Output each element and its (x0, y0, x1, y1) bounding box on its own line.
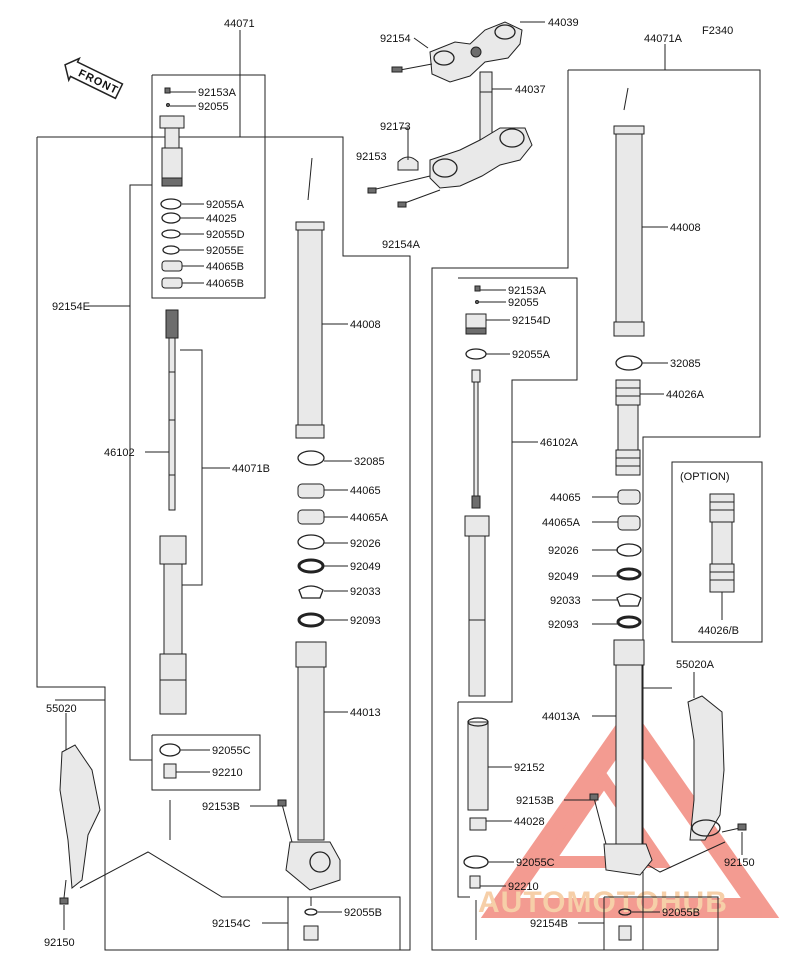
label-left-92049: 92049 (350, 561, 381, 573)
option-spring (709, 493, 735, 593)
label-left-46102: 46102 (104, 447, 135, 459)
leader-lines (63, 21, 743, 930)
right-spring (615, 379, 641, 476)
left-fork-cap (159, 87, 185, 187)
label-right-92026: 92026 (548, 545, 579, 557)
label-left-55020: 55020 (46, 703, 77, 715)
right-seals-stack (616, 489, 642, 629)
label-right-92093: 92093 (548, 619, 579, 631)
label-left-92055E: 92055E (206, 245, 244, 257)
right-damper-rod (464, 369, 490, 697)
steering-stem-lower-clamp (367, 71, 533, 208)
label-right-44028: 44028 (514, 816, 545, 828)
label-right-92055C: 92055C (516, 857, 555, 869)
upper-triple-clamp (391, 21, 523, 83)
diagram-code: F2340 (702, 25, 733, 37)
left-bottom-bolt (303, 897, 319, 941)
label-left-92153B: 92153B (202, 801, 240, 813)
label-92153-top: 92153 (356, 151, 387, 163)
label-right-92154B: 92154B (530, 918, 568, 930)
right-fork-cap (465, 285, 487, 360)
label-right-44065A: 44065A (542, 517, 581, 529)
left-bottom-parts (159, 743, 181, 840)
label-right-44026B: 44026/B (698, 625, 739, 637)
left-fork-guard (59, 744, 101, 905)
front-direction-arrow: FRONT (64, 56, 124, 100)
label-right-92055B: 92055B (662, 907, 700, 919)
left-damper-rod (159, 309, 187, 715)
label-left-92026: 92026 (350, 538, 381, 550)
label-right-46102A: 46102A (540, 437, 579, 449)
label-left-44025: 44025 (206, 213, 237, 225)
label-right-55020A: 55020A (676, 659, 715, 671)
label-left-44065B-1: 44065B (206, 261, 244, 273)
left-seals-stack (297, 450, 325, 628)
label-left-44013: 44013 (350, 707, 381, 719)
label-right-92154D: 92154D (512, 315, 551, 327)
label-left-92093: 92093 (350, 615, 381, 627)
label-left-92055D: 92055D (206, 229, 245, 241)
label-left-92055A: 92055A (206, 199, 245, 211)
label-left-44065: 44065 (350, 485, 381, 497)
label-left-44071B: 44071B (232, 463, 270, 475)
label-left-92210: 92210 (212, 767, 243, 779)
label-92154A: 92154A (382, 239, 421, 251)
label-44071: 44071 (224, 18, 255, 30)
left-inner-tube (295, 157, 325, 439)
label-92173: 92173 (380, 121, 411, 133)
label-44039: 44039 (548, 17, 579, 29)
part-labels: F2340 44071 44071A 44039 92154 44037 921… (44, 17, 755, 949)
label-right-92153B: 92153B (516, 795, 554, 807)
label-right-32085: 32085 (670, 358, 701, 370)
label-left-92055C: 92055C (212, 745, 251, 757)
left-small-rings (160, 198, 183, 289)
label-left-92055: 92055 (198, 101, 229, 113)
label-44037: 44037 (515, 84, 546, 96)
watermark-text: AUTOMOTOHUB (478, 886, 728, 919)
label-left-92033: 92033 (350, 586, 381, 598)
option-label: (OPTION) (680, 471, 730, 483)
label-left-92154C: 92154C (212, 918, 251, 930)
label-right-92055: 92055 (508, 297, 539, 309)
label-left-92153A: 92153A (198, 87, 237, 99)
label-right-44008: 44008 (670, 222, 701, 234)
right-bottom-bolt (618, 908, 632, 941)
label-left-92055B: 92055B (344, 907, 382, 919)
label-right-92150: 92150 (724, 857, 755, 869)
label-right-92033: 92033 (550, 595, 581, 607)
label-left-44008: 44008 (350, 319, 381, 331)
label-left-92154E: 92154E (52, 301, 90, 313)
label-right-92210: 92210 (508, 881, 539, 893)
label-right-92055A: 92055A (512, 349, 551, 361)
label-left-44065B-2: 44065B (206, 278, 244, 290)
label-right-92049: 92049 (548, 571, 579, 583)
label-right-44026A: 44026A (666, 389, 705, 401)
label-44071A: 44071A (644, 33, 683, 45)
label-right-44013A: 44013A (542, 711, 581, 723)
label-right-92153A: 92153A (508, 285, 547, 297)
left-outer-tube (277, 641, 341, 891)
label-left-92150: 92150 (44, 937, 75, 949)
label-left-32085: 32085 (354, 456, 385, 468)
label-right-92152: 92152 (514, 762, 545, 774)
label-left-44065A: 44065A (350, 512, 389, 524)
right-inner-tube (613, 87, 645, 371)
label-right-44065: 44065 (550, 492, 581, 504)
right-fork-guard (687, 695, 747, 841)
label-92154-top: 92154 (380, 33, 411, 45)
right-outer-tube (589, 639, 653, 876)
